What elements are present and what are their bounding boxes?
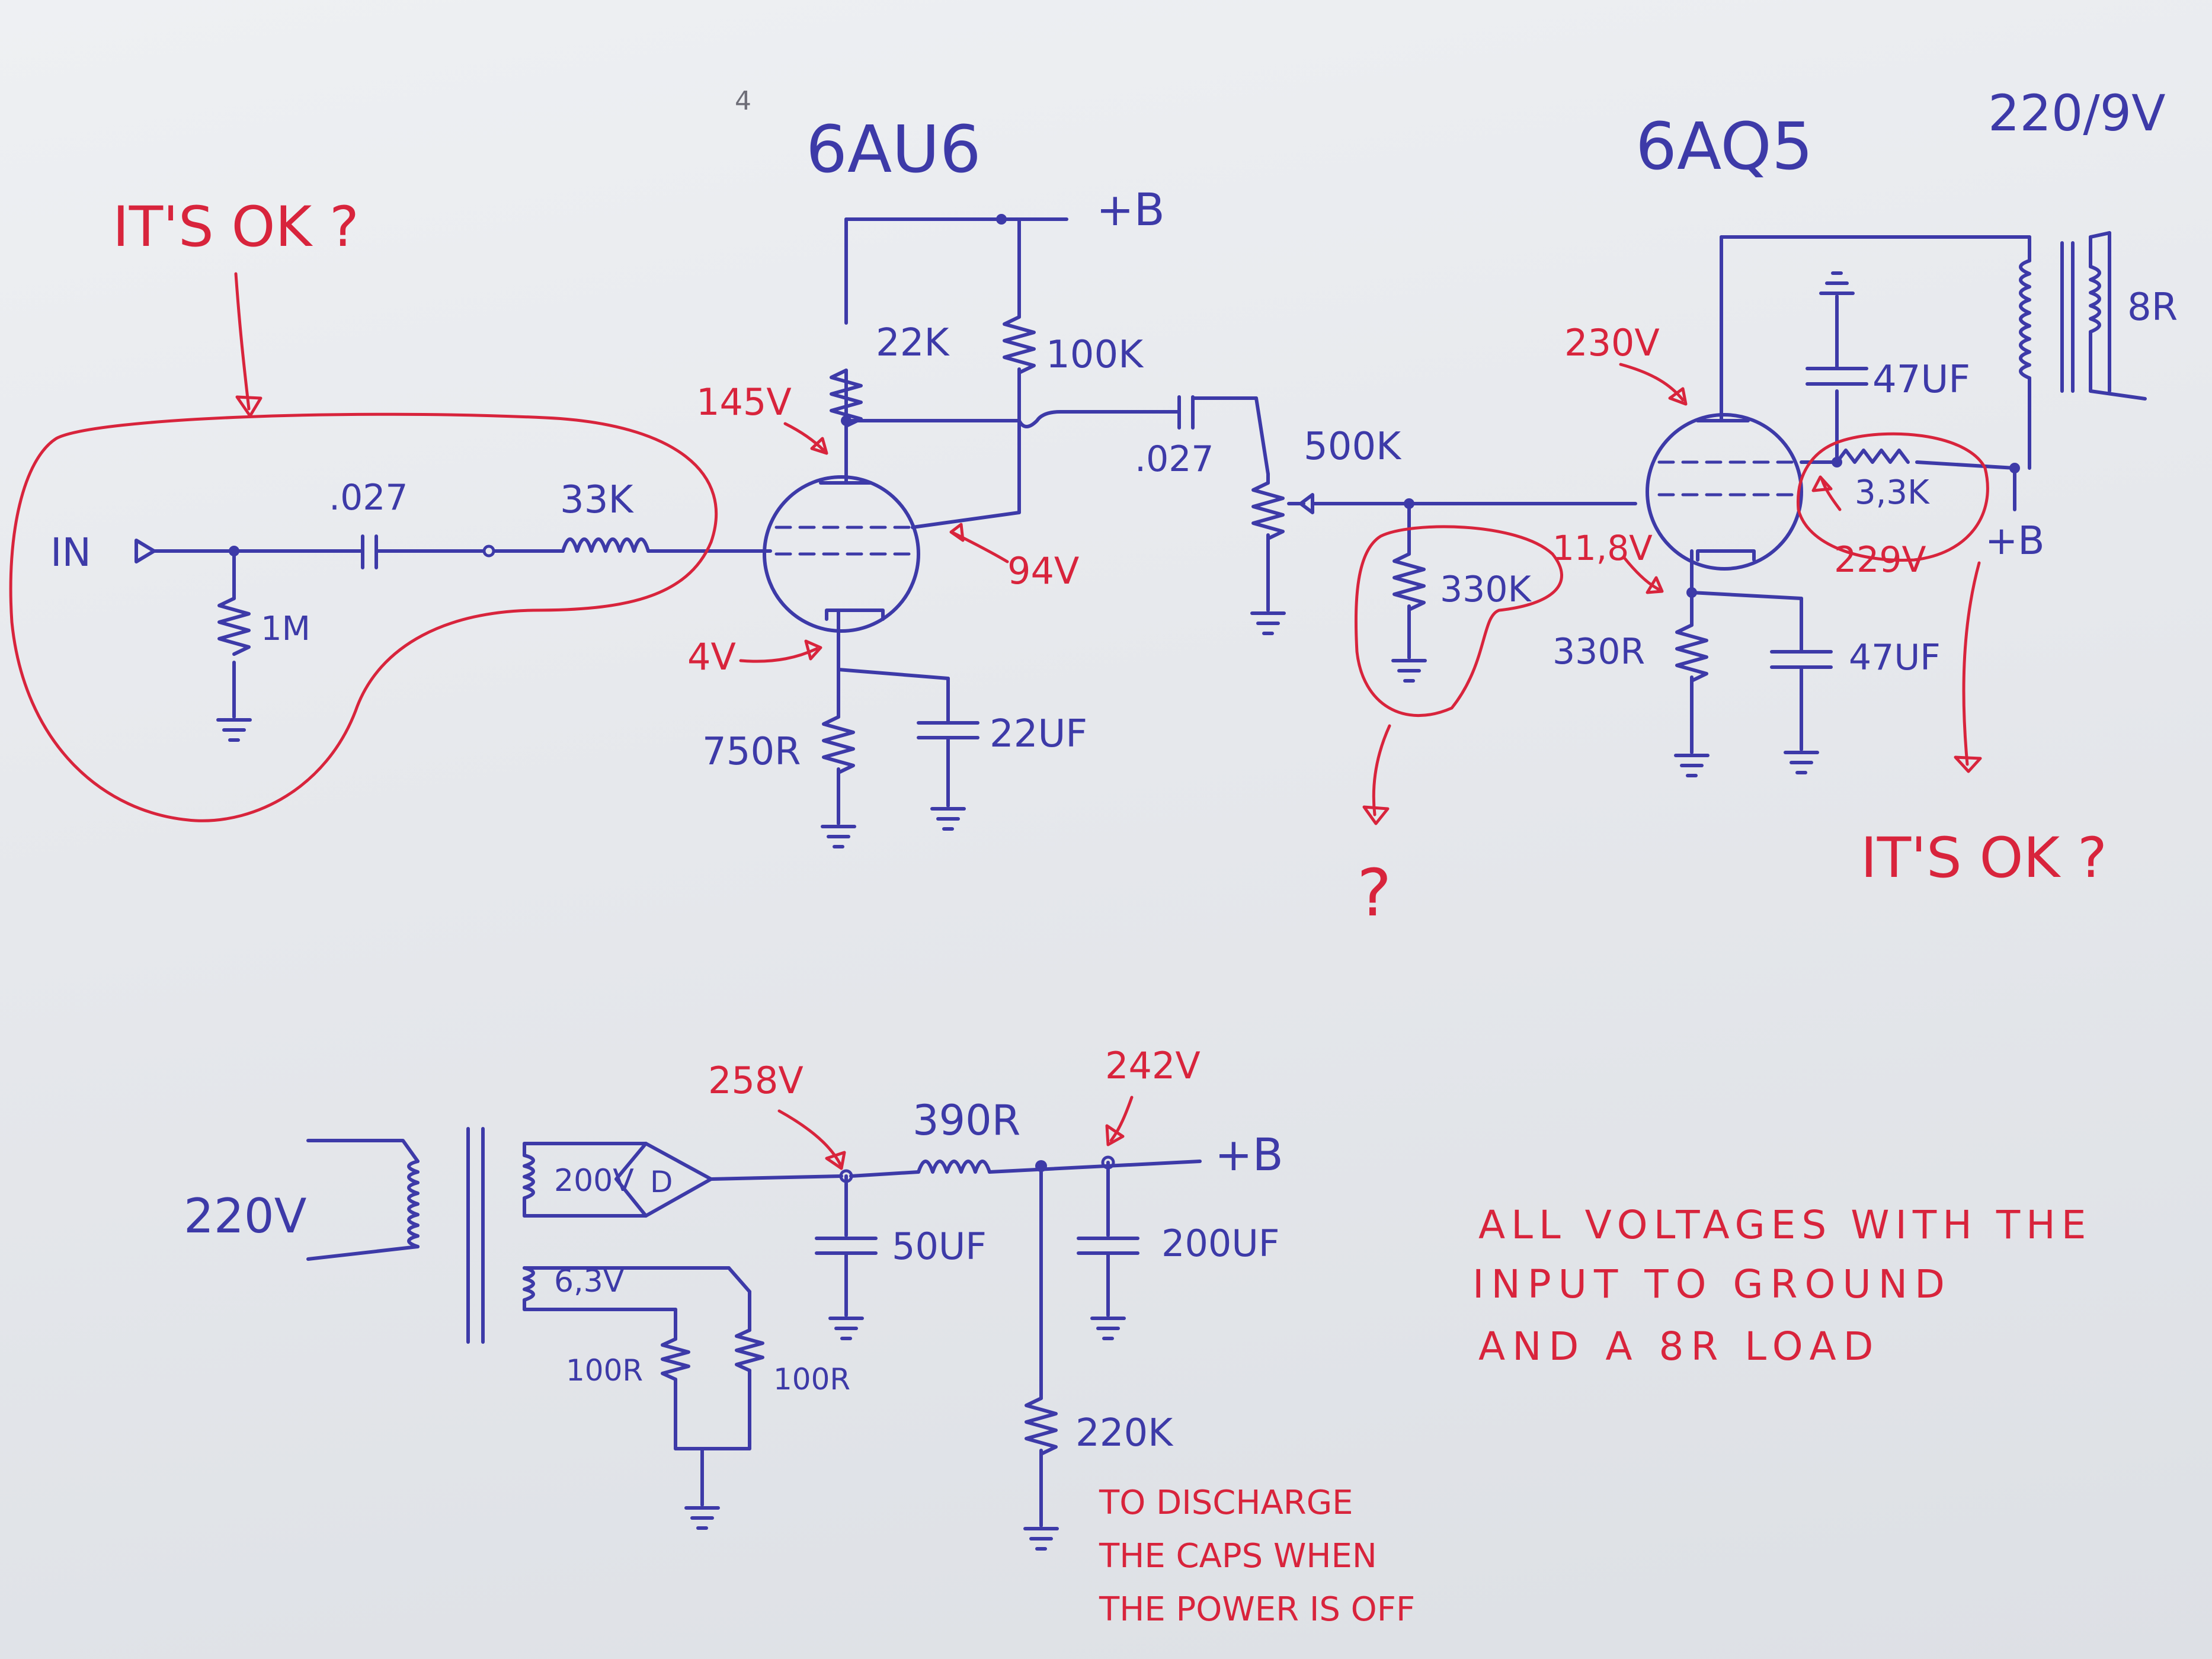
rectifier-bridge <box>614 1142 713 1218</box>
red-outline-grid <box>1354 525 1563 718</box>
corner-note: 220/9V <box>1988 84 2166 142</box>
voltage-screen-1: 94V <box>1007 549 1079 592</box>
plate-load-resistor <box>830 369 863 428</box>
bleeder-resistor <box>1025 1397 1058 1456</box>
label-mains: 220V <box>184 1189 307 1244</box>
tube-6au6-envelope <box>763 475 920 633</box>
voltage-plate-2: 230V <box>1564 321 1660 364</box>
input-stage <box>9 412 772 822</box>
power-supply <box>306 1127 1202 1551</box>
its-ok-right: IT'S OK ? <box>1861 826 2107 891</box>
tube-label-6au6: 6AU6 <box>806 111 981 187</box>
ground-symbol-3 <box>930 807 966 831</box>
labels: 4 6AU6 6AQ5 220/9V IT'S OK ? IT'S OK ? ?… <box>50 84 2178 1629</box>
its-ok-left: IT'S OK ? <box>113 195 359 260</box>
label-screen-cap: 47UF <box>1872 358 1970 402</box>
cathode-resistor-1 <box>822 715 855 774</box>
label-grid-res: 33K <box>560 478 634 522</box>
screen-resistor <box>1003 315 1036 374</box>
label-cathode-res-2: 330R <box>1552 631 1645 672</box>
voltage-rect-out: 258V <box>708 1059 804 1102</box>
label-b-plus-2: +B <box>1985 518 2045 563</box>
stage1-cathode-circuit <box>821 668 979 848</box>
voltage-screen-2: 229V <box>1834 539 1926 581</box>
label-hv-winding: 200V <box>554 1163 634 1199</box>
note-measure-1: ALL VOLTAGES WITH THE <box>1478 1202 2092 1248</box>
label-screen-res: 100K <box>1046 333 1144 377</box>
tube-label-6aq5: 6AQ5 <box>1635 108 1813 184</box>
label-rectifier: D <box>650 1165 673 1199</box>
label-cathode-cap-1: 22UF <box>990 712 1087 756</box>
label-filter-cap-2: 200UF <box>1161 1222 1279 1265</box>
label-in: IN <box>50 530 91 575</box>
stage1-plate-circuit <box>830 214 1270 529</box>
page-mark: 4 <box>735 86 751 116</box>
tube-6aq5-envelope <box>1646 413 1803 571</box>
output-transformer <box>1720 231 2147 511</box>
red-arrows <box>234 272 1982 1170</box>
label-screen-res-2: 3,3K <box>1855 473 1930 512</box>
voltage-plate-1: 145V <box>696 380 792 424</box>
label-volume-pot: 500K <box>1304 425 1402 469</box>
ground-symbol-5 <box>1674 754 1710 777</box>
label-heater-winding: 6,3V <box>554 1264 625 1299</box>
input-connector <box>135 539 156 563</box>
label-plate-load: 22K <box>876 321 950 365</box>
label-heater-res-b: 100R <box>773 1362 850 1397</box>
ground-symbol-4 <box>1250 611 1286 635</box>
screen-resistor-2 <box>1835 449 1910 464</box>
label-filter-cap-1: 50UF <box>892 1225 987 1268</box>
grid-resistor <box>561 537 650 553</box>
ground-symbol-6 <box>1784 751 1819 774</box>
red-outline-input <box>9 412 718 822</box>
note-measure-3: AND A 8R LOAD <box>1478 1324 1880 1369</box>
label-coupling-cap: .027 <box>1135 438 1214 480</box>
note-bleeder-3: THE POWER IS OFF <box>1099 1590 1415 1629</box>
label-grid-res-2: 330K <box>1440 569 1532 610</box>
stage2-screen-circuit <box>1796 271 2016 562</box>
label-cathode-res-1: 750R <box>702 730 801 774</box>
drop-resistor <box>917 1160 991 1174</box>
volume-pot <box>1250 472 1637 635</box>
voltage-cathode-2: 11,8V <box>1552 528 1653 568</box>
note-bleeder-2: THE CAPS WHEN <box>1099 1537 1377 1575</box>
label-b-plus-1: +B <box>1096 183 1165 236</box>
note-measure-2: INPUT TO GROUND <box>1472 1261 1952 1307</box>
label-grid-leak: 1M <box>261 610 310 648</box>
label-b-plus-3: +B <box>1215 1128 1283 1181</box>
tube-6aq5 <box>1646 235 1803 594</box>
label-speaker: 8R <box>2127 286 2178 329</box>
ground-symbol-2 <box>821 825 856 848</box>
grid-leak-resistor <box>217 597 251 656</box>
red-outline-screen <box>1796 432 1989 562</box>
label-bleeder: 220K <box>1075 1411 1174 1455</box>
label-drop-res: 390R <box>913 1096 1020 1145</box>
note-bleeder-1: TO DISCHARGE <box>1099 1484 1353 1522</box>
cathode-resistor-2 <box>1675 623 1708 683</box>
voltage-cathode-1: 4V <box>687 635 736 678</box>
label-input-cap: .027 <box>329 477 408 518</box>
ground-symbol-1 <box>216 718 252 742</box>
voltage-b-plus: 242V <box>1105 1044 1201 1087</box>
stage2-cathode-circuit <box>1674 587 1833 777</box>
tube-6au6 <box>763 419 920 671</box>
question-mark: ? <box>1357 855 1391 931</box>
label-heater-res-a: 100R <box>566 1353 643 1388</box>
grid-resistor-2 <box>1354 502 1563 718</box>
label-cathode-cap-2: 47UF <box>1849 637 1941 678</box>
